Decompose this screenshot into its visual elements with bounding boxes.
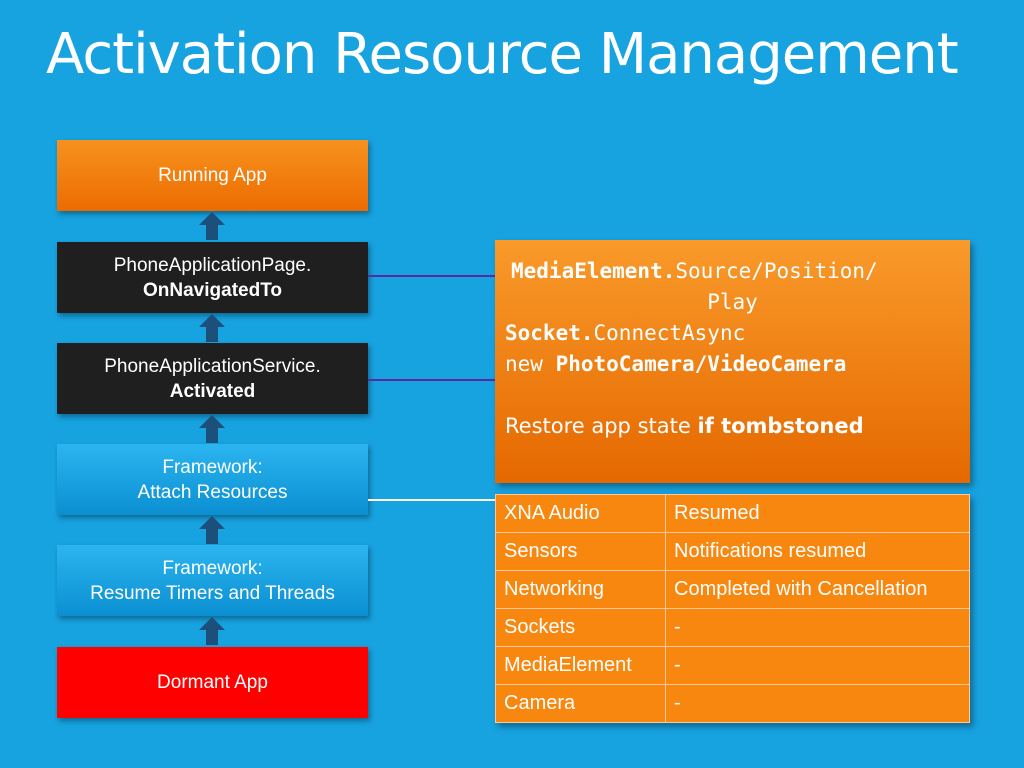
table-row: Sockets - [495,608,970,647]
on-navigated-to-box: PhoneApplicationPage. OnNavigatedTo [57,242,368,313]
code-line-camera: new PhotoCamera/VideoCamera [505,349,960,380]
resume-timers-box: Framework: Resume Timers and Threads [57,545,368,616]
resource-name: XNA Audio [495,494,666,533]
arrow-up-icon [199,516,225,544]
connector-line-navigated [368,275,498,277]
code-line-media-element: MediaElement.Source/Position/ [505,256,960,287]
dormant-app-box: Dormant App [57,647,368,718]
attach-resources-line2: Attach Resources [137,481,288,503]
arrow-up-icon [199,617,225,645]
code-socket-class: Socket. [505,321,594,345]
resource-name: Camera [495,684,666,723]
attach-resources-box: Framework: Attach Resources [57,444,368,515]
resource-state: Resumed [665,494,970,533]
on-navigated-to-line2: OnNavigatedTo [143,279,282,301]
table-row: XNA Audio Resumed [495,494,970,533]
code-line-socket: Socket.ConnectAsync [505,318,960,349]
code-socket-method: ConnectAsync [593,321,746,345]
resource-name: Sockets [495,608,666,647]
table-row: Networking Completed with Cancellation [495,570,970,609]
table-row: Sensors Notifications resumed [495,532,970,571]
resource-state: - [665,608,970,647]
code-line-play: Play [707,290,758,314]
connector-line-activated [368,379,498,381]
restore-state-note: Restore app state if tombstoned [505,412,960,440]
slide-title: Activation Resource Management [46,22,959,87]
code-media-element-class: MediaElement. [511,259,676,283]
resources-table: XNA Audio Resumed Sensors Notifications … [495,494,970,723]
activated-line2: Activated [169,380,256,402]
activated-box: PhoneApplicationService. Activated [57,343,368,414]
code-camera-class: PhotoCamera/VideoCamera [555,352,847,376]
dormant-app-label: Dormant App [157,672,268,693]
restore-condition: if tombstoned [697,414,864,438]
resume-timers-line1: Framework: [162,557,263,579]
resource-state: Notifications resumed [665,532,970,571]
table-row: MediaElement - [495,646,970,685]
arrow-up-icon [199,314,225,342]
restore-text: Restore app state [505,414,698,438]
resource-state: Completed with Cancellation [665,570,970,609]
resume-timers-line2: Resume Timers and Threads [90,582,335,604]
resource-name: Networking [495,570,666,609]
table-row: Camera - [495,684,970,723]
running-app-label: Running App [158,165,267,186]
resource-name: Sensors [495,532,666,571]
code-panel: MediaElement.Source/Position/ Play Socke… [495,240,970,483]
arrow-up-icon [199,212,225,240]
attach-resources-line1: Framework: [162,456,263,478]
activated-line1: PhoneApplicationService. [104,355,321,377]
resource-name: MediaElement [495,646,666,685]
arrow-up-icon [199,415,225,443]
connector-line-attach [368,499,498,501]
on-navigated-to-line1: PhoneApplicationPage. [113,254,312,276]
running-app-box: Running App [57,140,368,211]
resource-state: - [665,684,970,723]
resource-state: - [665,646,970,685]
code-new-keyword: new [505,352,556,376]
code-media-element-props: Source/Position/ [675,259,878,283]
